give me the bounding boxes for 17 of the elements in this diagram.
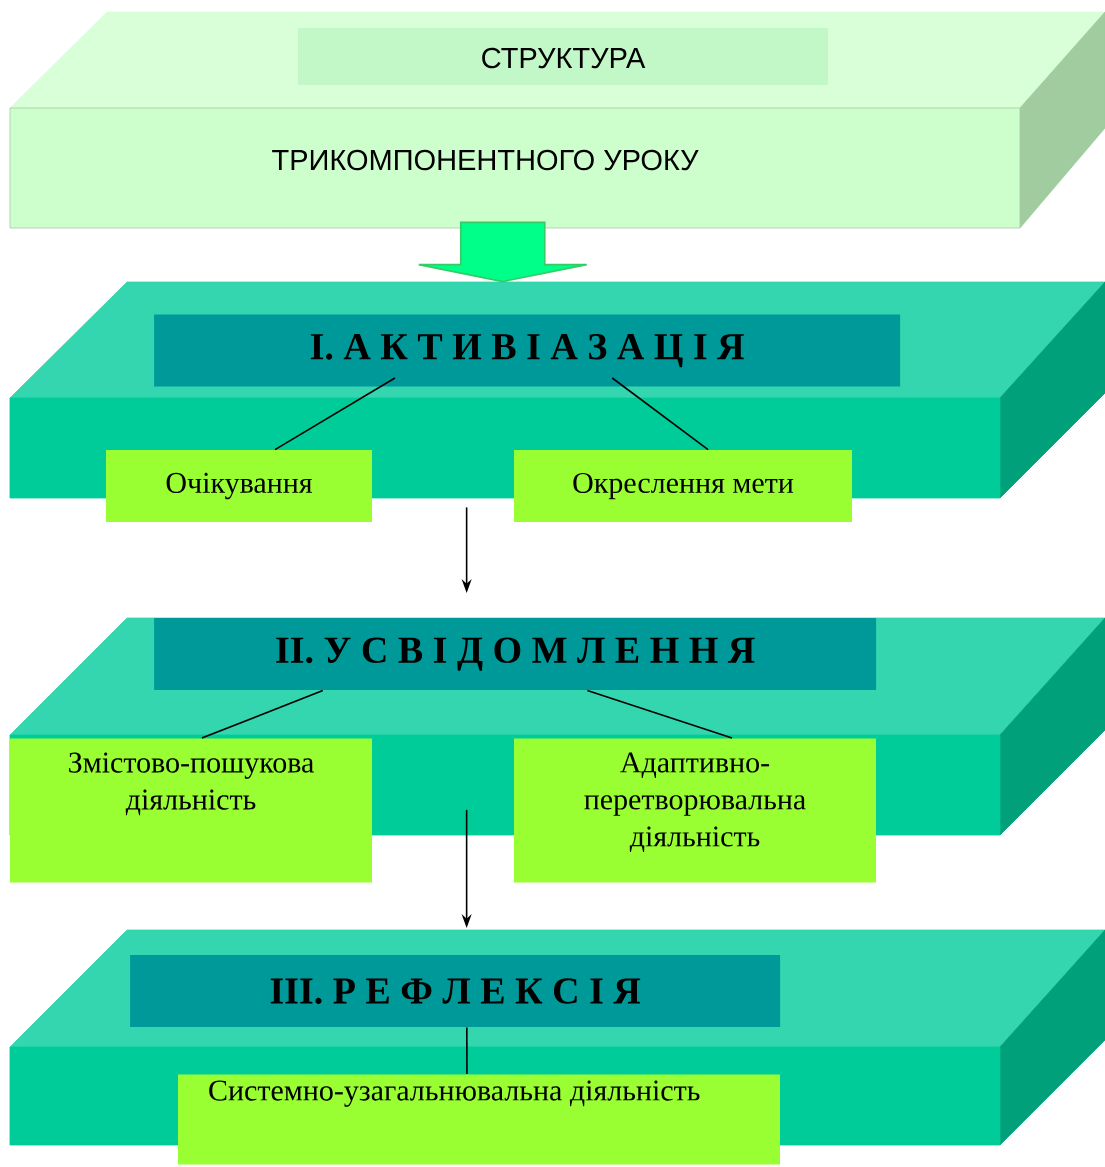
- connector-line: [586, 689, 733, 739]
- component-box: Очікування: [106, 450, 372, 522]
- connector-line: [466, 1026, 468, 1075]
- connector-line: [611, 377, 709, 451]
- stage-header: III. Р Е Ф Л Е К С І Я: [130, 955, 781, 1028]
- connector-line: [274, 377, 396, 451]
- heading-text: ТРИКОМПОНЕНТНОГО УРОКУ: [272, 149, 699, 171]
- platform-block: [9, 11, 1105, 229]
- block-arrow: [417, 221, 588, 283]
- component-box: Адаптивно-перетворювальна діяльність: [514, 738, 876, 883]
- component-box: Окреслення мети: [514, 450, 852, 522]
- component-box: Змістово-пошукова діяльність: [10, 738, 372, 883]
- stage-header: II. У С В І Д О М Л Е Н Н Я: [154, 618, 877, 691]
- heading-text: СТРУКТУРА: [482, 47, 646, 69]
- connector-line: [201, 689, 324, 739]
- component-box: Системно-узагальнювальна діяльність: [178, 1074, 780, 1165]
- stage-header: I. А К Т И В І А З А Ц І Я: [154, 314, 901, 387]
